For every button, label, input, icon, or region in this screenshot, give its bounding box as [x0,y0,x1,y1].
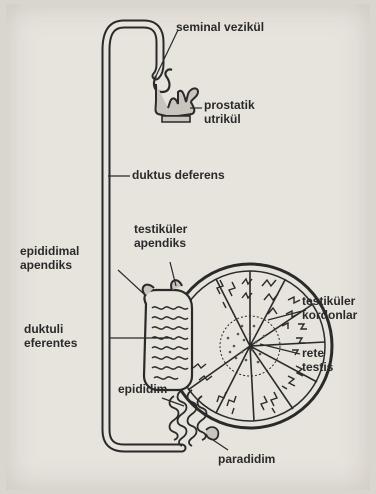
label-seminal-vesicle: seminal vezikül [176,20,264,34]
label-rete-testis-line1: rete [302,346,324,360]
label-testicular-appendix-line1: testiküler [134,222,187,236]
epididymis-head [143,280,192,390]
testicular-appendix-shape [171,280,182,290]
label-rete-testis-line2: testis [302,360,333,374]
label-testicular-appendix-line2: apendiks [134,236,186,250]
label-epididymal-appendix-line1: epididimal [20,244,79,258]
label-ductuli-efferentes-line1: duktuli [24,322,63,336]
label-testicular-cords-line1: testiküler [302,294,355,308]
label-ductuli-efferentes-line2: eferentes [24,336,77,350]
label-epididymal-appendix-line2: apendiks [20,258,72,272]
label-prostatic-utricle-line2: utrikül [204,112,241,126]
label-ductus-deferens: duktus deferens [132,168,225,182]
label-prostatic-utricle-line1: prostatik [204,98,255,112]
prostatic-utricle-shape [156,84,199,116]
paradidymis-shape [206,427,218,440]
textbook-page: seminal vezikül prostatik utrikül duktus… [6,4,370,490]
label-testicular-cords-line2: kordonlar [302,308,357,322]
label-epididymis: epididim [118,382,167,396]
label-paradidymis: paradidim [218,452,275,466]
